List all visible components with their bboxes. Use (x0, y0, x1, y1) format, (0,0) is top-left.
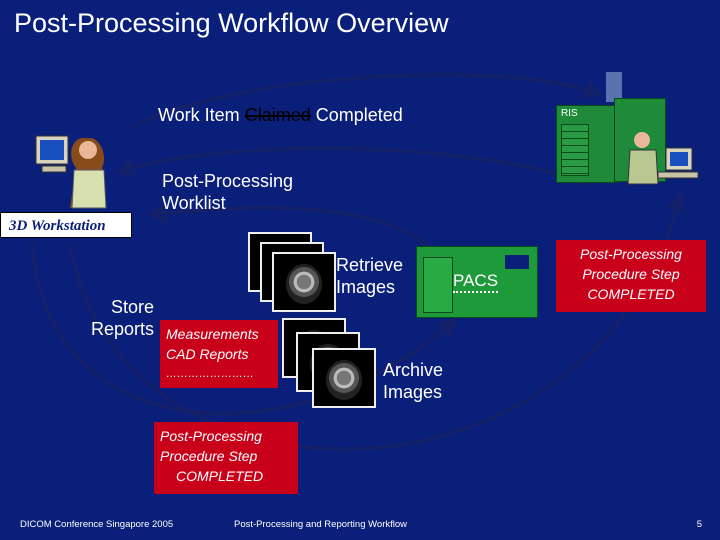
ris-panel (561, 124, 589, 176)
ris-user-icon (627, 132, 699, 185)
measurements-line3: …………………… (166, 368, 254, 380)
ris-label: RIS (561, 108, 578, 119)
pps-bottom-line3: COMPLETED (176, 468, 264, 484)
pps-right-line3: COMPLETED (587, 286, 675, 302)
measurements-line1: Measurements (166, 326, 259, 342)
measurements-box: Measurements CAD Reports …………………… (160, 320, 278, 388)
store-line1: Store (110, 297, 154, 317)
worklist-label: Post-Processing Worklist (162, 170, 293, 214)
retrieve-image-3 (272, 252, 336, 312)
pacs-screen (505, 255, 529, 269)
archive-images-label: Archive Images (383, 359, 443, 403)
ris-system: RIS (556, 105, 618, 183)
footer-page-number: 5 (696, 519, 702, 530)
pps-completed-bottom: Post-Processing Procedure Step COMPLETED (154, 422, 298, 494)
work-item-prefix: Work Item (158, 105, 240, 125)
arrow-pacs-to-workstation (146, 203, 434, 252)
pacs-door (423, 257, 453, 313)
pps-completed-right: Post-Processing Procedure Step COMPLETED (556, 240, 706, 312)
worklist-line2: Worklist (162, 193, 226, 213)
archive-line2: Images (383, 382, 443, 402)
pps-bottom-line2: Procedure Step (160, 448, 258, 464)
store-line2: Reports (90, 319, 154, 339)
measurements-line2: CAD Reports (166, 346, 249, 362)
arrow-workstation-to-ris (129, 72, 604, 130)
work-item-label: Work Item Claimed Completed (158, 105, 403, 126)
pps-bottom-line1: Post-Processing (160, 428, 262, 444)
footer-left: DICOM Conference Singapore 2005 (20, 519, 174, 530)
arrow-workstation-to-ris-bottom (68, 191, 686, 452)
worklist-line1: Post-Processing (162, 171, 294, 191)
archive-image-3 (312, 348, 376, 408)
archive-line1: Archive (383, 360, 444, 380)
footer-center: Post-Processing and Reporting Workflow (234, 519, 408, 530)
arrow-ris-to-workstation (114, 146, 586, 187)
store-reports-label: Store Reports (84, 296, 154, 340)
work-item-claimed: Claimed (244, 105, 311, 125)
workstation-label: 3D Workstation (0, 212, 132, 238)
pacs-system: PACS (416, 246, 538, 318)
ris-tower (606, 72, 622, 102)
pacs-label: PACS (453, 271, 499, 293)
retrieve-line1: Retrieve (336, 255, 404, 275)
retrieve-line2: Images (336, 277, 396, 297)
page-title: Post-Processing Workflow Overview (14, 8, 449, 38)
work-item-completed: Completed (315, 105, 403, 125)
pps-right-line1: Post-Processing (580, 246, 682, 262)
workstation-user-icon (35, 135, 107, 209)
pps-right-line2: Procedure Step (582, 266, 680, 282)
retrieve-images-label: Retrieve Images (336, 254, 403, 298)
